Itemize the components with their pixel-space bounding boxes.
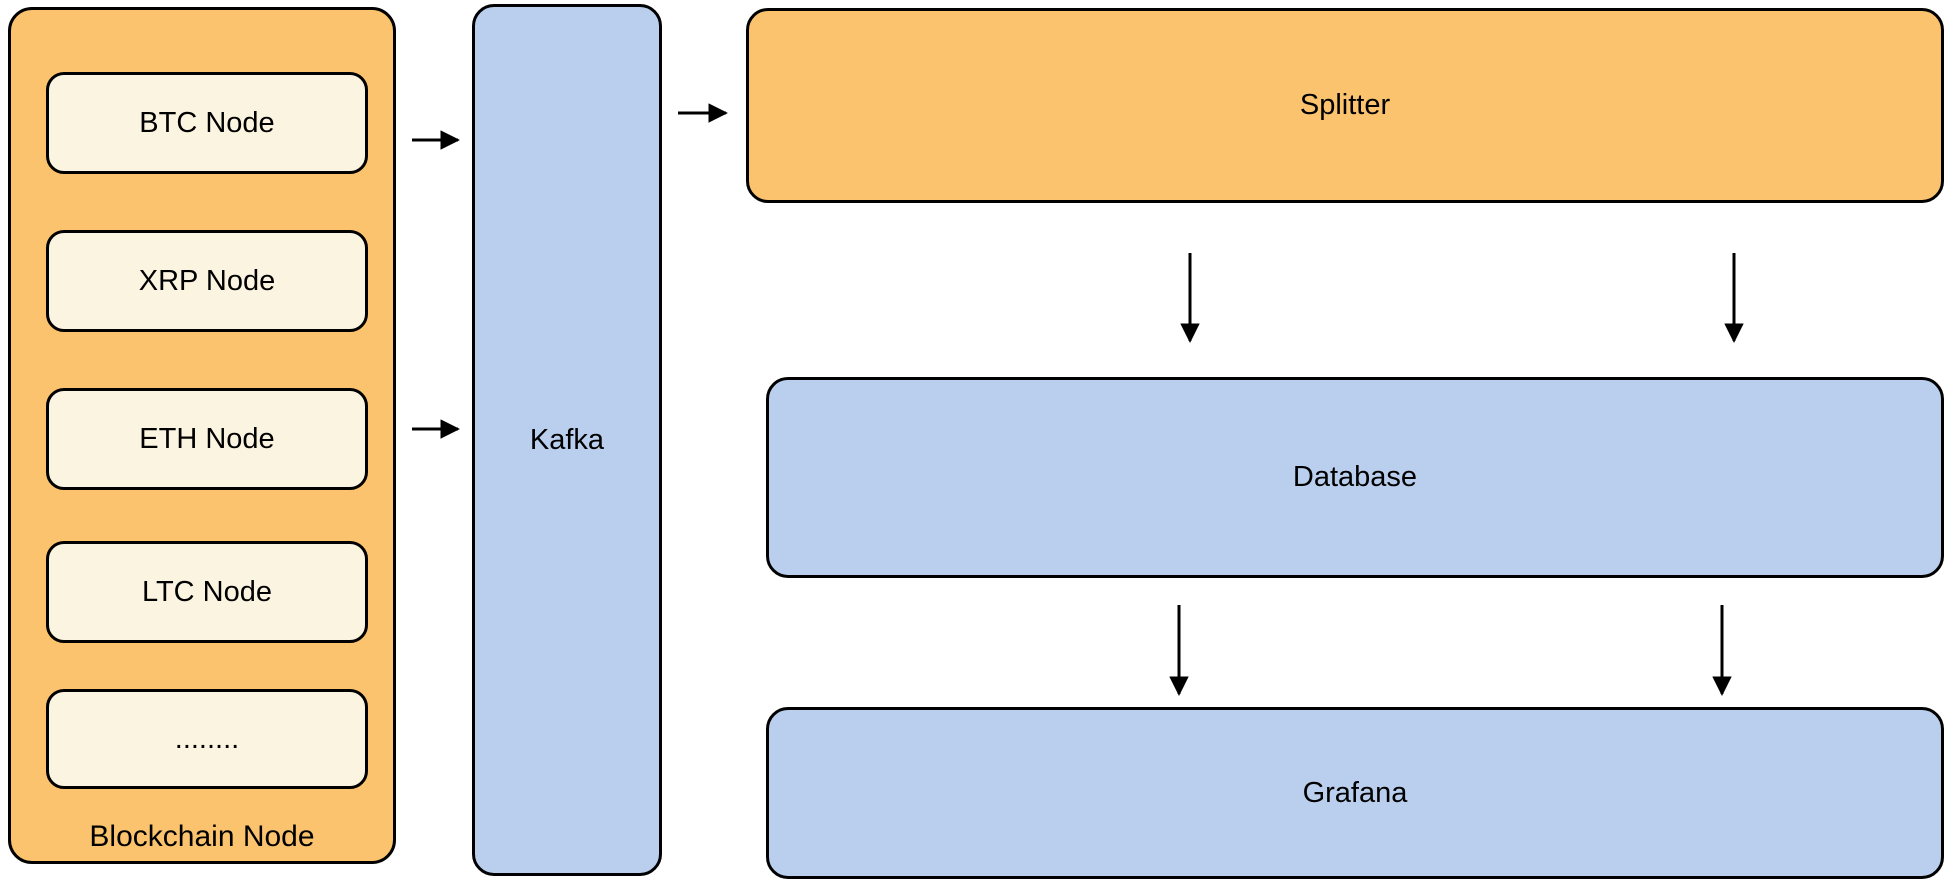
kafka-box: Kafka <box>472 4 662 876</box>
blockchain-node-group: BTC Node XRP Node ETH Node LTC Node ....… <box>8 7 396 864</box>
blockchain-group-label: Blockchain Node <box>89 820 315 853</box>
grafana-label: Grafana <box>1302 776 1408 809</box>
btc-node-label: BTC Node <box>139 106 275 139</box>
more-nodes-box: ........ <box>46 689 368 789</box>
eth-node-box: ETH Node <box>46 388 368 490</box>
xrp-node-box: XRP Node <box>46 230 368 332</box>
eth-node-label: ETH Node <box>139 422 275 455</box>
kafka-label: Kafka <box>529 423 605 456</box>
splitter-label: Splitter <box>1299 89 1391 122</box>
ltc-node-box: LTC Node <box>46 541 368 643</box>
database-label: Database <box>1292 461 1418 494</box>
ltc-node-label: LTC Node <box>141 575 273 608</box>
more-nodes-label: ........ <box>174 722 240 755</box>
grafana-box: Grafana <box>766 707 1944 879</box>
database-box: Database <box>766 377 1944 578</box>
xrp-node-label: XRP Node <box>138 264 276 297</box>
splitter-box: Splitter <box>746 8 1944 203</box>
btc-node-box: BTC Node <box>46 72 368 174</box>
